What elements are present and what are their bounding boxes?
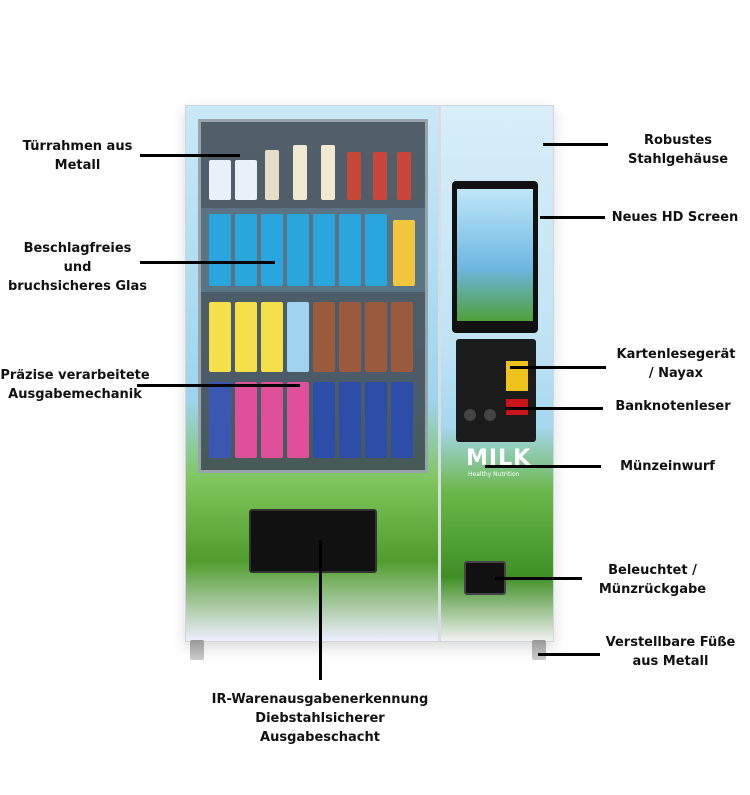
coin-slot[interactable] [464,409,476,421]
product [373,152,387,200]
product [313,302,335,372]
product [265,150,279,200]
product [235,160,257,200]
product [339,382,361,458]
product [365,214,387,286]
product [365,382,387,458]
product [397,152,411,200]
product [313,214,335,286]
leader-line [510,366,606,369]
glass-door [186,106,441,641]
product [339,302,361,372]
product [209,382,231,458]
product [209,302,231,372]
leader-line [319,540,322,680]
product [235,214,257,286]
leader-line [505,407,603,410]
shelf-4 [201,380,425,464]
foot-left [190,640,204,660]
leader-line [485,465,601,468]
product [313,382,335,458]
product [287,382,309,458]
return-button[interactable] [484,409,496,421]
shelf-2 [201,208,425,292]
vending-machine: MILK Healthy Nutrition [185,105,554,642]
product [365,302,387,372]
hd-screen[interactable] [452,181,538,333]
leader-line [140,154,240,157]
label-coin-slot: Münzeinwurf [620,459,715,474]
product [261,382,283,458]
label-bill-reader: Banknotenleser [615,399,731,414]
product [261,214,283,286]
leader-line [140,261,275,264]
delivery-hatch[interactable] [249,509,377,573]
product [391,302,413,372]
shelf-1 [201,122,425,206]
product [235,382,257,458]
payment-panel [456,339,536,442]
product [209,214,231,286]
label-screen: Neues HD Screen [611,210,739,225]
brand-subtitle: Healthy Nutrition [468,471,520,478]
product [261,302,283,372]
product [287,302,309,372]
leader-line [540,216,605,219]
product [287,214,309,286]
label-card-reader: Kartenlesegerät/ Nayax [616,347,736,381]
leader-line [137,384,300,387]
screen-ad [457,189,533,321]
product [235,302,257,372]
product [339,214,361,286]
product [391,382,413,458]
leader-line [538,653,600,656]
leader-line [495,577,582,580]
side-panel: MILK Healthy Nutrition [441,106,553,641]
product [393,220,415,286]
glass-window [198,119,428,473]
product [209,160,231,200]
shelf-3 [201,294,425,378]
product [293,145,307,200]
product [347,152,361,200]
leader-line [543,143,608,146]
label-coin-return: Beleuchtet /Münzrückgabe [598,563,707,597]
foot-right [532,640,546,660]
product [321,145,335,200]
